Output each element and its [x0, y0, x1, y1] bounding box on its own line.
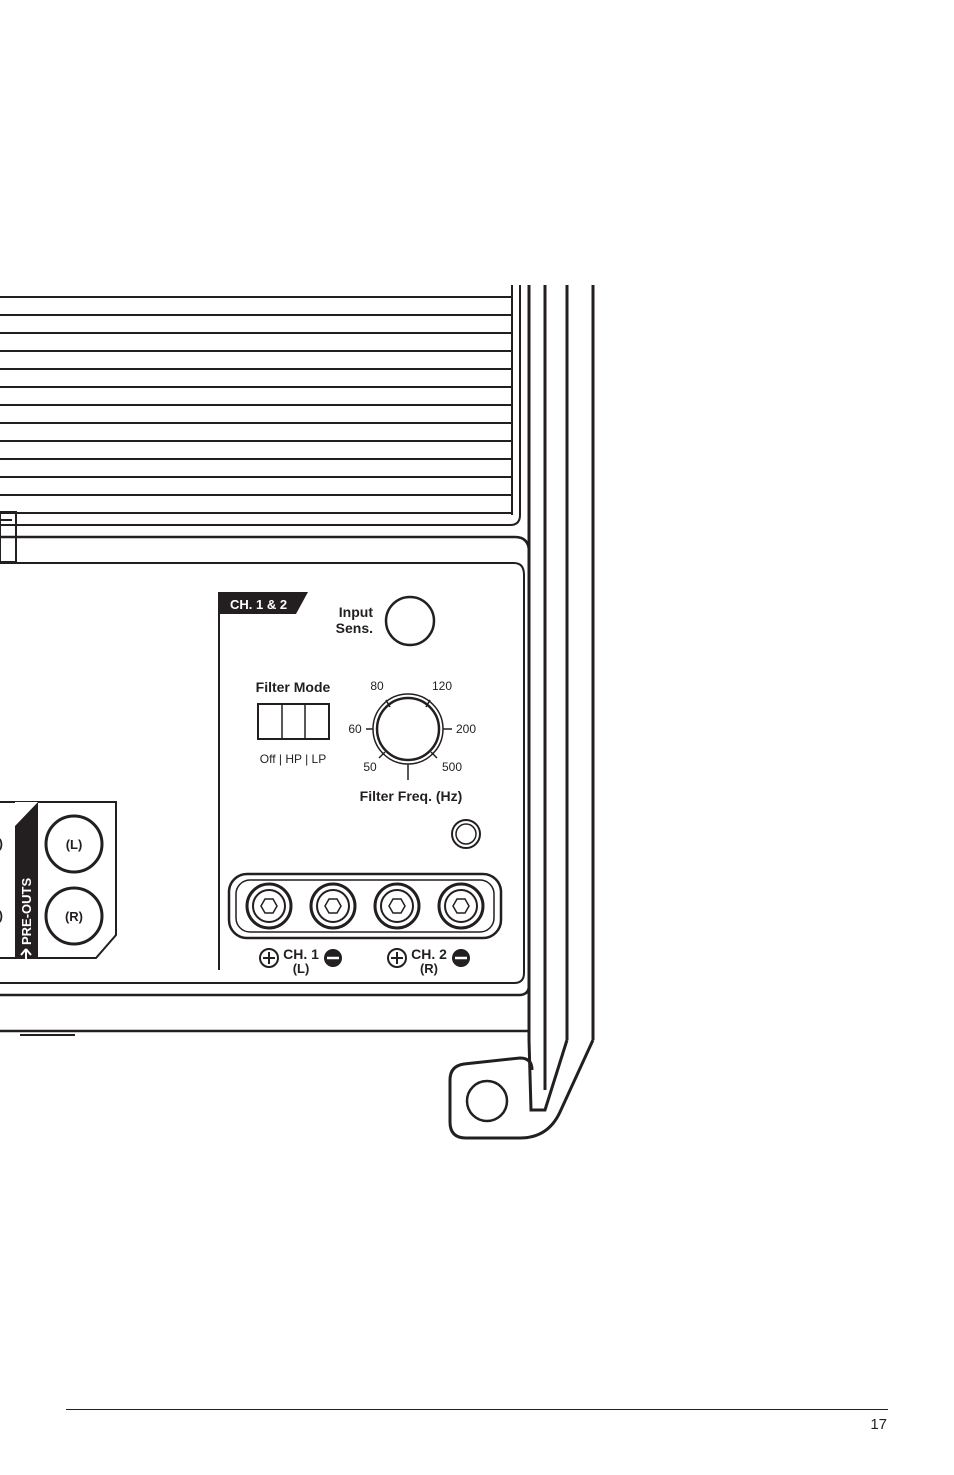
filter-mode-options: Off | HP | LP: [260, 752, 327, 766]
channel-tab-label: CH. 1 & 2: [230, 597, 287, 612]
ch1-label: CH. 1: [283, 946, 319, 962]
freq-mark-80: 80: [370, 679, 384, 693]
heatsink-fins: [0, 285, 521, 526]
minus-icon: [324, 949, 342, 967]
filter-mode-switch[interactable]: [257, 703, 330, 740]
freq-mark-50: 50: [363, 760, 377, 774]
chassis-side: [519, 285, 595, 1140]
preout-left-jack[interactable]: (L): [44, 814, 104, 874]
preouts-block: PRE-OUTS ) ): [0, 801, 117, 959]
preout-left-cut-label: ): [0, 836, 3, 851]
filter-freq-title: Filter Freq. (Hz): [360, 788, 463, 804]
mounting-hole: [465, 1079, 509, 1123]
preout-left-label: (L): [66, 837, 83, 852]
terminal-ch1-negative[interactable]: [309, 882, 357, 930]
minus-icon: [452, 949, 470, 967]
input-sens-knob[interactable]: [384, 595, 436, 647]
mounting-foot: [448, 1056, 534, 1140]
arrow-left-icon: [20, 948, 32, 959]
input-sens-label-2: Sens.: [336, 620, 373, 636]
plus-icon: [387, 948, 407, 968]
preouts-label: PRE-OUTS: [19, 878, 34, 946]
ch2-side: (R): [420, 961, 438, 976]
page-number: 17: [870, 1416, 887, 1433]
preout-right-jack[interactable]: (R): [44, 886, 104, 946]
terminal-ch2-negative[interactable]: [437, 882, 485, 930]
panel-frame: [0, 535, 531, 1036]
amplifier-diagram: CH. 1 & 2 Input Sens. Filter Mode Off | …: [0, 285, 595, 1140]
input-sens-label-1: Input: [339, 604, 374, 620]
freq-mark-120: 120: [432, 679, 452, 693]
ch1-side: (L): [293, 961, 310, 976]
filter-freq-control[interactable]: 80 120 60 200 50 500 Filter Freq. (Hz): [348, 679, 476, 804]
ch2-label: CH. 2: [411, 946, 447, 962]
footer-rule: [66, 1409, 888, 1410]
filter-mode-control[interactable]: Filter Mode Off | HP | LP: [256, 679, 331, 766]
terminal-ch2-positive[interactable]: [373, 882, 421, 930]
plus-icon: [259, 948, 279, 968]
input-sens-control[interactable]: Input Sens.: [336, 595, 436, 647]
filter-freq-knob[interactable]: [375, 696, 441, 762]
ch1-terminal-labels: CH. 1 (L): [259, 946, 342, 976]
preout-right-cut-label: ): [0, 908, 3, 923]
terminal-ch1-positive[interactable]: [245, 882, 293, 930]
freq-mark-500: 500: [442, 760, 462, 774]
freq-mark-60: 60: [348, 722, 362, 736]
ch2-terminal-labels: CH. 2 (R): [387, 946, 470, 976]
speaker-terminal-block: [227, 872, 503, 940]
channel-tab: CH. 1 & 2: [218, 592, 308, 970]
status-led: [451, 819, 481, 849]
filter-mode-title: Filter Mode: [256, 679, 331, 695]
freq-mark-200: 200: [456, 722, 476, 736]
preout-right-label: (R): [65, 909, 83, 924]
